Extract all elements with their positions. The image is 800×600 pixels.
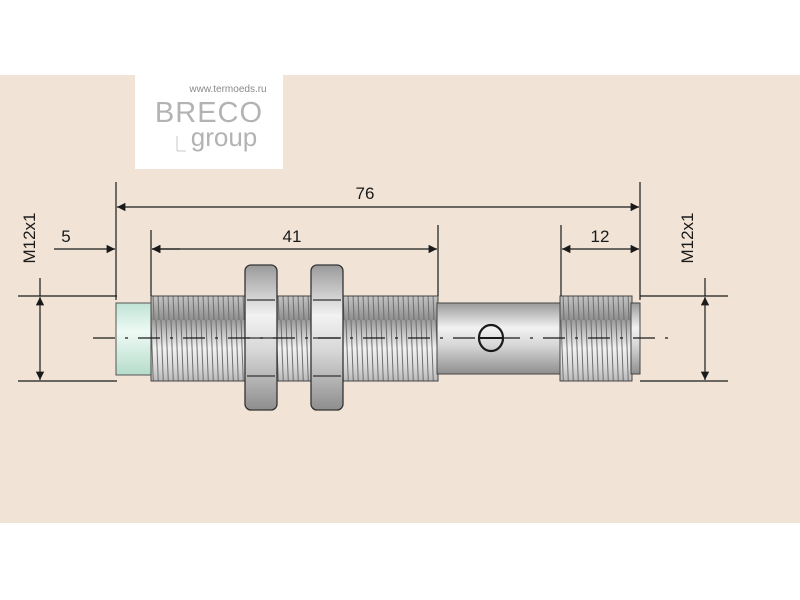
dim-thread-length: 41 <box>283 227 302 246</box>
logo-url: www.termoeds.ru <box>188 84 266 95</box>
sensor-face <box>115 302 153 376</box>
dim-rear-thread-length: 12 <box>591 227 610 246</box>
logo-sub: group <box>191 122 258 152</box>
dim-front-offset: 5 <box>61 227 70 246</box>
dim-overall-length: 76 <box>356 184 375 203</box>
dim-thread-right: M12x1 <box>678 212 697 263</box>
breco-logo: www.termoeds.ru BRECO group <box>135 75 283 169</box>
dim-thread-left: M12x1 <box>20 212 39 263</box>
logo-brand: BRECO <box>155 97 263 129</box>
